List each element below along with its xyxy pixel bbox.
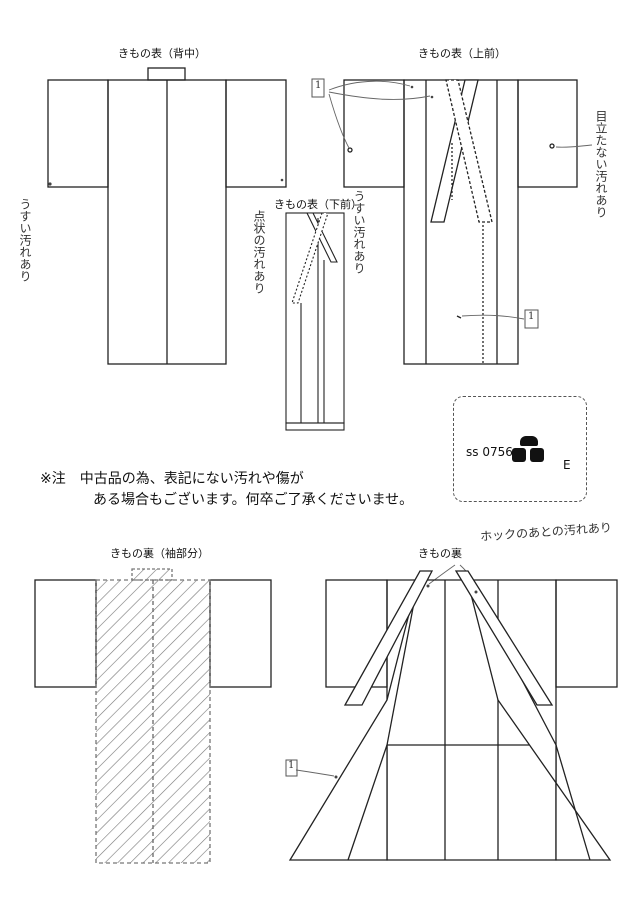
- stain-mark: [456, 315, 462, 319]
- stain-mark: [48, 182, 52, 186]
- tag-label: 1: [528, 311, 535, 322]
- stain-mark: [549, 143, 555, 149]
- lining-right-sleeve: [209, 579, 272, 688]
- note-dots: 点状の汚れあり: [252, 210, 266, 294]
- back-collar: [147, 67, 186, 81]
- tag-label: 1: [315, 80, 322, 91]
- back-view-drawing: [47, 67, 287, 365]
- tag-box: [285, 759, 298, 777]
- open-left-flap: [288, 570, 421, 861]
- stain-mark: [347, 147, 353, 153]
- notice-line-1: ※注 中古品の為、表記にない汚れや傷が: [40, 471, 304, 487]
- stain-mark: [334, 775, 338, 779]
- lower-front-drawing: [285, 212, 345, 431]
- open-right-collar: [454, 570, 554, 706]
- back-right-sleeve: [225, 79, 287, 188]
- lower-collar-under: [291, 212, 329, 304]
- lining-open-drawing: [288, 570, 618, 861]
- leader-line: [328, 91, 431, 100]
- upper-body: [403, 79, 519, 365]
- notice-line-2: ある場合もございます。何卒ご了承くださいませ。: [93, 492, 414, 508]
- label-lining: きもの裏: [418, 547, 462, 560]
- tag-box: [311, 78, 325, 98]
- stain-mark: [430, 95, 434, 99]
- stain-mark: [474, 590, 478, 594]
- leader-line: [461, 314, 525, 320]
- lining-collar: [131, 568, 173, 581]
- leader-line: [295, 769, 335, 777]
- leader-line: [328, 93, 350, 149]
- stock-suffix: E: [563, 458, 571, 472]
- open-left-collar: [343, 570, 434, 706]
- tag-label: 1: [288, 760, 295, 771]
- stain-mark: [280, 178, 284, 182]
- stock-code: ss 0756: [466, 445, 513, 459]
- leader-line: [428, 564, 456, 585]
- lower-collar: [306, 212, 338, 263]
- open-right-sleeve: [555, 579, 618, 688]
- lower-hem: [285, 422, 345, 431]
- stamp-mark: [520, 436, 538, 446]
- lining-left-sleeve: [34, 579, 97, 688]
- upper-collar-band-under: [445, 79, 493, 223]
- lining-sleeve-drawing: [34, 568, 272, 864]
- stain-mark: [426, 584, 430, 588]
- back-left-sleeve: [47, 79, 109, 188]
- note-thin-stain: うすい汚れあり: [352, 190, 366, 274]
- label-front-upper: きもの表（上前）: [418, 47, 506, 60]
- label-front-back: きもの表（背中）: [118, 47, 206, 60]
- note-inconspicuous: 目立たない汚れあり: [594, 110, 608, 218]
- stain-mark: [410, 85, 414, 89]
- open-flap-seam: [347, 744, 388, 861]
- note-left-sleeve: うすい汚れあり: [18, 198, 32, 282]
- label-front-lower: きもの表（下前）: [274, 198, 362, 211]
- pencil-leaders: [295, 80, 593, 777]
- upper-front-drawing: [343, 79, 578, 365]
- upper-right-sleeve: [517, 79, 578, 188]
- stock-stamp: [512, 436, 552, 466]
- leader-line: [328, 80, 411, 91]
- stamp-mark: [512, 448, 526, 462]
- stamp-mark: [530, 448, 544, 462]
- leader-line: [555, 144, 593, 148]
- open-flap-seam: [555, 744, 591, 861]
- label-lining-sleeve: きもの裏（袖部分）: [110, 547, 209, 560]
- stock-code-box: [453, 396, 587, 502]
- tag-box: [524, 309, 539, 329]
